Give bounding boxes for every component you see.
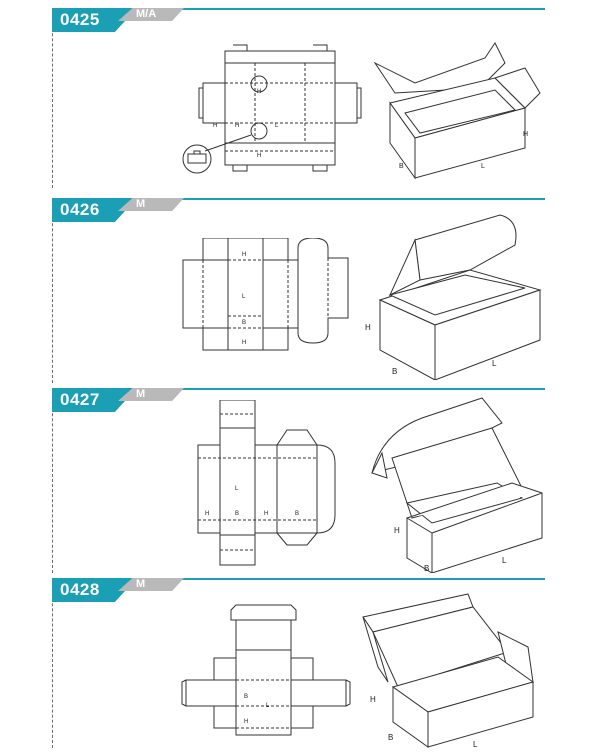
style-tag xyxy=(118,8,184,21)
box-code: 0426 xyxy=(60,200,100,219)
length-label: L xyxy=(502,556,507,565)
length-label: L xyxy=(235,486,239,492)
box-code: 0427 xyxy=(60,390,100,409)
assembled-box-diagram: H B L xyxy=(362,593,535,749)
length-label: L xyxy=(473,740,478,749)
box-style: M/A xyxy=(136,8,157,20)
style-tag xyxy=(118,388,184,401)
height-label: H xyxy=(242,340,246,346)
height-label: H xyxy=(365,323,371,332)
section-rule xyxy=(52,388,545,390)
length-label: L xyxy=(242,294,246,300)
breadth-label: B xyxy=(424,564,429,573)
section-rule xyxy=(52,8,545,10)
height-label: H xyxy=(205,511,209,517)
height-label: H xyxy=(213,123,217,129)
style-tag xyxy=(118,198,184,211)
breadth-label: B xyxy=(244,694,248,700)
height-label: H xyxy=(523,131,528,138)
style-tag xyxy=(118,578,184,591)
box-style: M xyxy=(136,198,146,210)
section-rule xyxy=(52,198,545,200)
height-label: H xyxy=(242,252,246,258)
breadth-label: B xyxy=(235,511,239,517)
height-label: H xyxy=(394,526,400,535)
box-style: M xyxy=(136,578,146,590)
assembled-box-diagram: H B L xyxy=(365,214,542,380)
height-label: H xyxy=(235,123,239,129)
breadth-label: B xyxy=(392,367,397,376)
section-0427: 0427 M L H B H B xyxy=(0,388,600,573)
flat-dieline-diagram: H H H L H xyxy=(182,44,362,174)
length-label: L xyxy=(481,163,485,170)
assembled-box-diagram: H B L xyxy=(371,397,543,573)
height-label: H xyxy=(264,511,268,517)
length-label: L xyxy=(275,123,279,129)
box-style: M xyxy=(136,388,146,400)
section-0425: 0425 M/A xyxy=(0,8,600,193)
box-code: 0425 xyxy=(60,10,100,29)
section-dashed-edge xyxy=(52,8,53,188)
height-label: H xyxy=(370,695,376,704)
section-0426: 0426 M H L B H xyxy=(0,198,600,383)
box-code: 0428 xyxy=(60,580,100,599)
length-label: L xyxy=(492,359,497,368)
breadth-label: B xyxy=(242,320,246,326)
flat-dieline-diagram: L H B H B xyxy=(197,400,336,566)
section-dashed-edge xyxy=(52,198,53,383)
breadth-label: B xyxy=(399,163,404,170)
flat-dieline-diagram: H L B H xyxy=(182,238,349,351)
section-dashed-edge xyxy=(52,388,53,573)
breadth-label: B xyxy=(388,733,393,742)
height-label: H xyxy=(257,153,261,159)
section-rule xyxy=(52,578,545,580)
height-label: H xyxy=(244,719,248,725)
flat-dieline-diagram: B L H xyxy=(181,604,351,736)
section-0428: 0428 M B L H xyxy=(0,578,600,750)
section-dashed-edge xyxy=(52,578,53,748)
length-label: L xyxy=(266,703,270,709)
breadth-label: B xyxy=(295,511,299,517)
assembled-box-diagram: H B L xyxy=(373,42,541,180)
height-label: H xyxy=(257,89,261,95)
